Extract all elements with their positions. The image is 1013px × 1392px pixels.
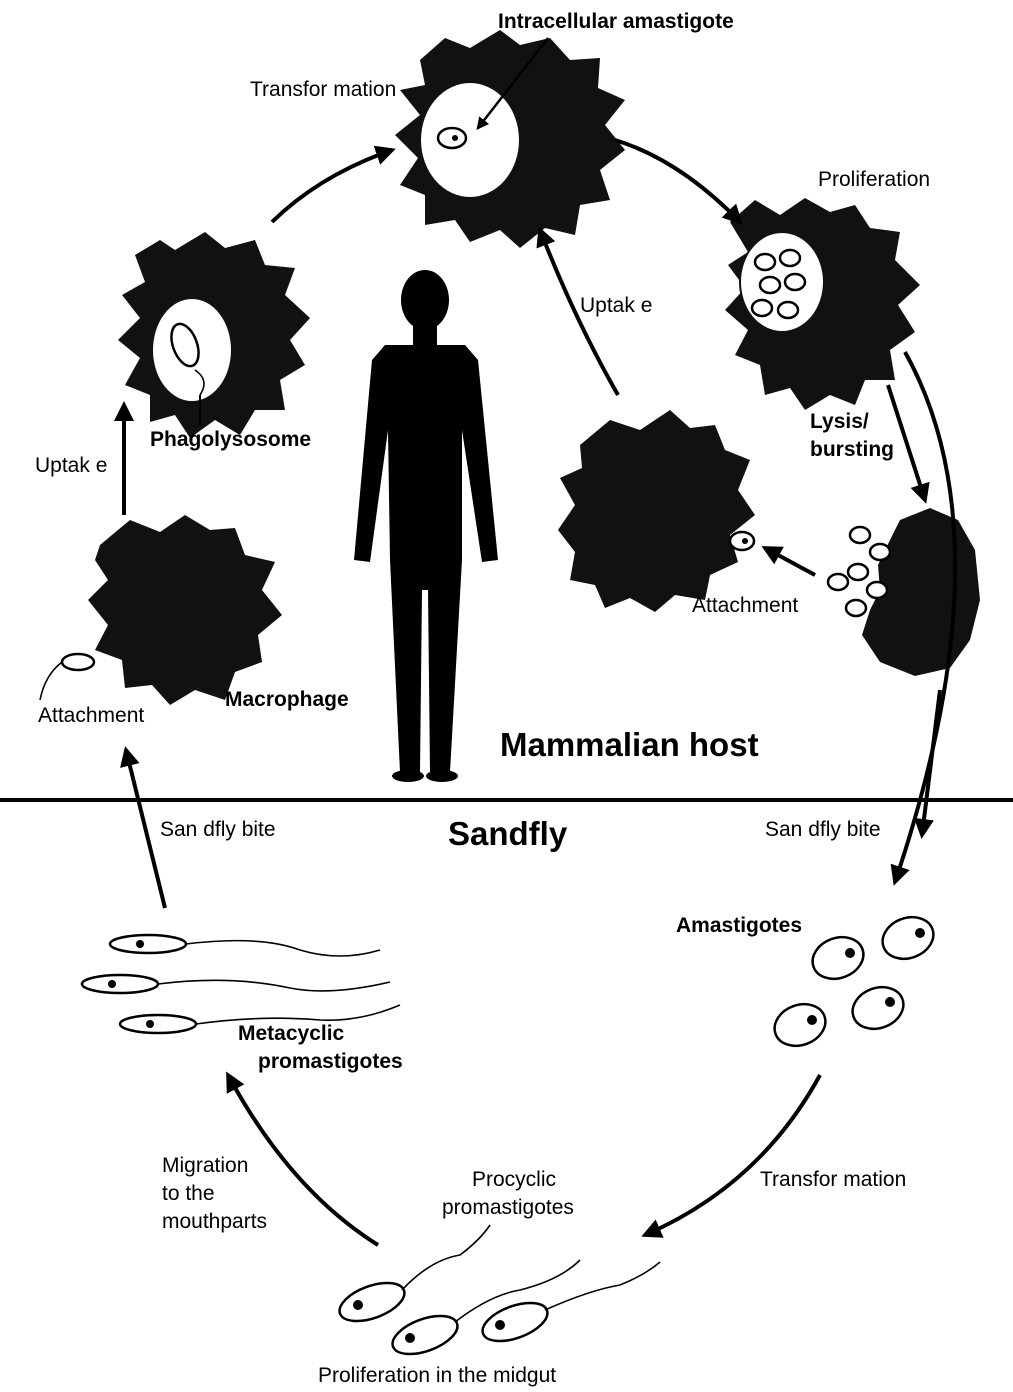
label-attachment-left: Attachment [38,704,144,727]
label-lysis: Lysis/ [810,410,869,433]
macrophage-proliferation-icon [725,198,920,410]
label-proliferation-midgut: Proliferation in the midgut [318,1364,556,1387]
label-procyclic: Procyclic [472,1168,556,1191]
macrophage-top-icon [395,30,625,248]
label-proliferation-top: Proliferation [818,168,930,191]
label-sandfly-bite-right: San dfly bite [765,818,881,841]
label-migration-2: to the [162,1182,215,1205]
label-bursting: bursting [810,438,894,461]
label-sandfly: Sandfly [448,815,568,852]
macrophage-phagolysosome-icon [118,232,310,438]
label-intracellular-amastigote: Intracellular amastigote [498,10,734,33]
metacyclic-promastigotes-icon [82,935,400,1033]
human-silhouette-icon [354,270,498,782]
label-transformation-top: Transfor mation [250,78,396,101]
procyclic-promastigotes-icon [335,1225,660,1362]
label-procyclic-promastigotes: promastigotes [442,1196,574,1219]
label-uptake-left: Uptak e [35,454,107,477]
label-migration-1: Migration [162,1154,248,1177]
label-sandfly-bite-left: San dfly bite [160,818,276,841]
label-attachment-right: Attachment [692,594,798,617]
attaching-promastigote-icon [40,654,94,700]
label-transformation-bottom: Transfor mation [760,1168,906,1191]
label-amastigotes: Amastigotes [676,914,802,937]
label-metacyclic-promastigotes: promastigotes [258,1050,403,1073]
macrophage-bottom-left-icon [40,515,282,705]
label-phagolysosome: Phagolysosome [150,428,311,451]
label-metacyclic: Metacyclic [238,1022,345,1045]
bursting-macrophage-icon [828,508,980,676]
label-uptake-right: Uptak e [580,294,652,317]
macrophage-attachment-right-icon [558,410,755,612]
label-mammalian-host: Mammalian host [500,726,759,763]
label-migration-3: mouthparts [162,1210,267,1233]
intracellular-amastigote-icon [438,128,466,148]
label-macrophage: Macrophage [225,688,349,711]
